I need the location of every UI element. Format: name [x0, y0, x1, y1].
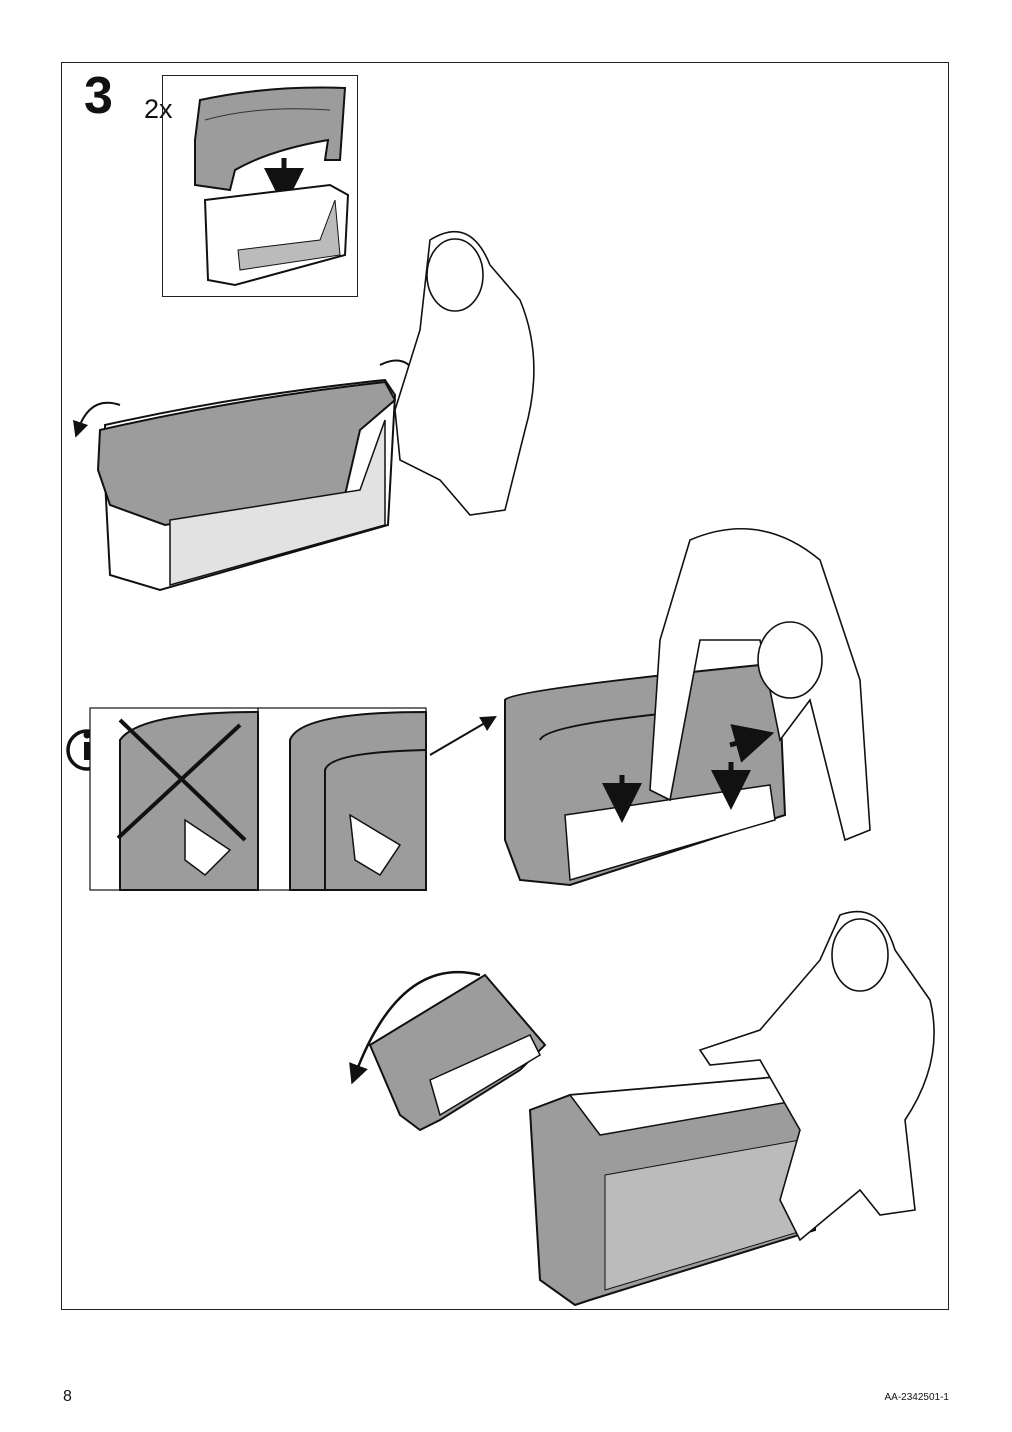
document-code: AA-2342501-1 [884, 1392, 950, 1403]
page-number: 8 [63, 1388, 72, 1405]
inset-cover-illustration [194, 86, 350, 287]
quantity-label: 2x [144, 94, 173, 124]
step-frame [61, 62, 949, 1310]
scene-cover-bottom [504, 527, 871, 887]
scene-flip-frame [349, 910, 935, 1307]
info-comparison-panel [66, 707, 497, 891]
step-number: 3 [84, 67, 113, 125]
scene-cover-pull [73, 230, 535, 592]
detail-inset [162, 75, 358, 297]
